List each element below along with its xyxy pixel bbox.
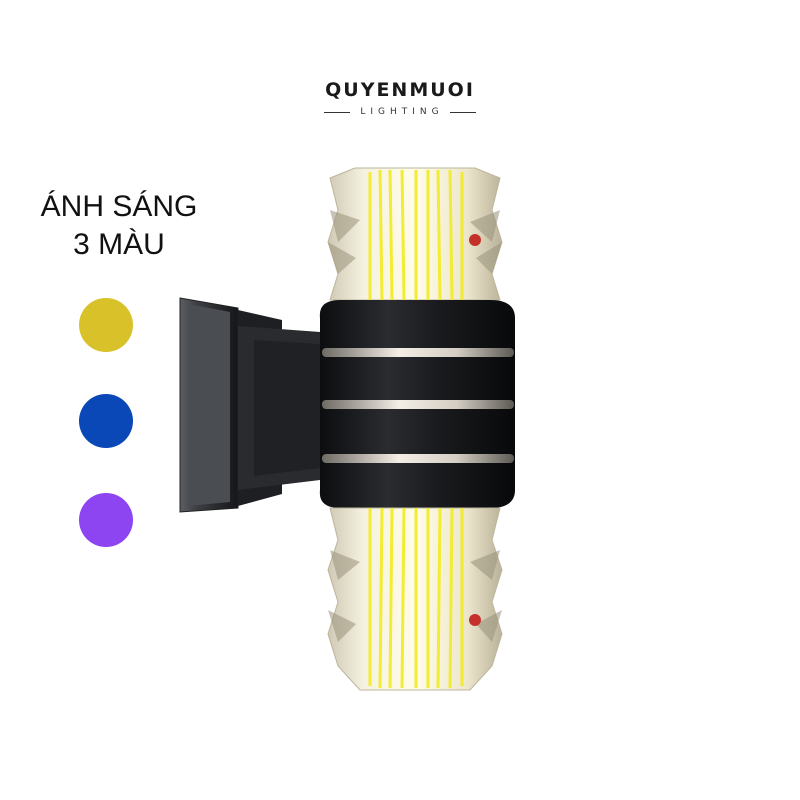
color-swatch-blue	[79, 394, 133, 448]
color-swatch-purple	[79, 493, 133, 547]
color-swatch-yellow	[79, 298, 133, 352]
brand-subtitle-row: LIGHTING	[300, 106, 500, 118]
headline-line-2: 3 MÀU	[73, 228, 165, 261]
lower-crystal	[327, 507, 503, 691]
upper-crystal	[327, 167, 503, 301]
brand-name: QUYENMUOI	[325, 79, 475, 101]
brand-logo: QUYENMUOI LIGHTING	[300, 76, 500, 118]
brand-rule-left	[324, 111, 351, 113]
wall-lamp-icon	[179, 167, 515, 691]
headline: ÁNH SÁNG 3 MÀU	[14, 188, 224, 264]
lamp-body	[319, 300, 515, 508]
brand-rule-right	[449, 111, 476, 113]
headline-line-1: ÁNH SÁNG	[40, 190, 198, 223]
brand-subtitle: LIGHTING	[360, 107, 444, 117]
wall-mount	[179, 297, 320, 513]
